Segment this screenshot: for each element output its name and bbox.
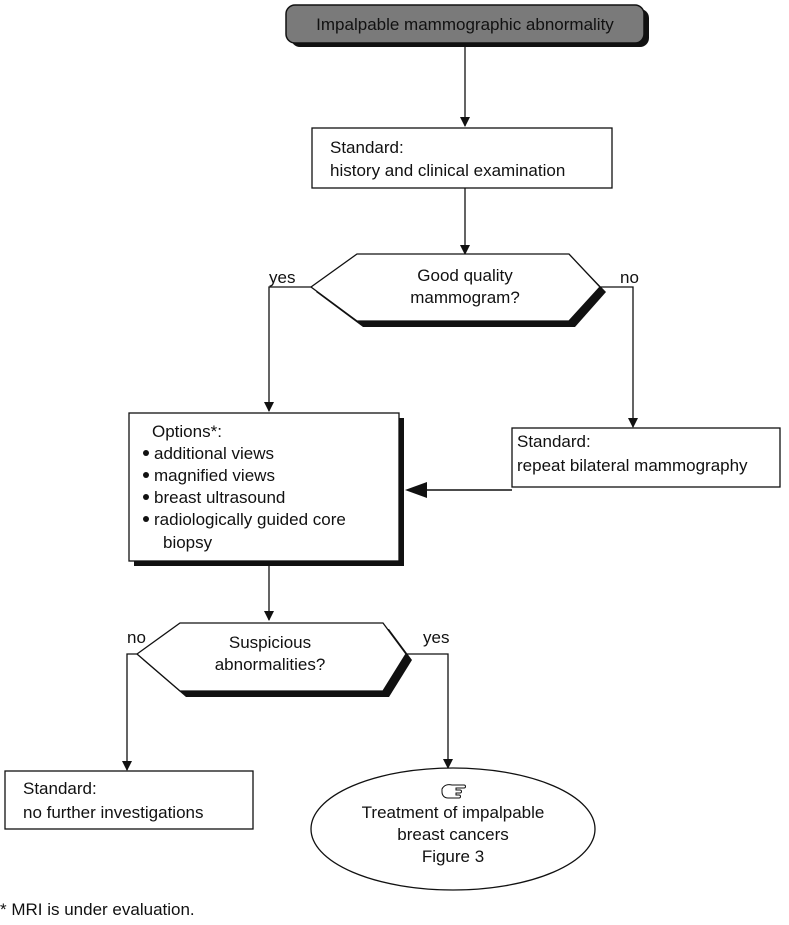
history-title: Standard: — [330, 138, 404, 157]
arrow-quality-yes — [264, 286, 311, 412]
start-box: Impalpable mammographic abnormality — [285, 4, 649, 47]
footnote: * MRI is under evaluation. — [0, 900, 195, 919]
decision-quality: Good quality mammogram? — [309, 253, 606, 327]
no-further-text: no further investigations — [23, 803, 204, 822]
arrow-quality-no — [600, 286, 638, 428]
history-text: history and clinical examination — [330, 161, 565, 180]
decision-quality-line2: mammogram? — [410, 288, 520, 307]
bullet — [143, 450, 149, 456]
treatment-line2: breast cancers — [397, 825, 509, 844]
treatment-ellipse[interactable]: Treatment of impalpable breast cancers F… — [310, 767, 596, 891]
treatment-link: Figure 3 — [422, 847, 484, 866]
option-item: breast ultrasound — [154, 488, 285, 507]
arrow-head — [405, 482, 427, 498]
option-item: biopsy — [163, 533, 213, 552]
repeat-title: Standard: — [517, 432, 591, 451]
pointing-hand-icon — [441, 784, 466, 799]
repeat-text: repeat bilateral mammography — [517, 456, 748, 475]
no-label-1: no — [620, 268, 639, 287]
start-label: Impalpable mammographic abnormality — [316, 15, 614, 34]
decision-suspicious-line1: Suspicious — [229, 633, 311, 652]
option-item: additional views — [154, 444, 274, 463]
repeat-box: Standard: repeat bilateral mammography — [511, 427, 781, 488]
arrow-suspicious-no — [122, 653, 137, 771]
treatment-line1: Treatment of impalpable — [362, 803, 545, 822]
option-item: radiologically guided core — [154, 510, 346, 529]
option-item: magnified views — [154, 466, 275, 485]
yes-label-1: yes — [269, 268, 295, 287]
bullet — [143, 472, 149, 478]
decision-suspicious-line2: abnormalities? — [215, 655, 326, 674]
options-title: Options*: — [152, 422, 222, 441]
history-box: Standard: history and clinical examinati… — [311, 127, 613, 189]
no-further-box: Standard: no further investigations — [4, 770, 254, 830]
arrow-suspicious-yes — [406, 653, 453, 769]
no-further-title: Standard: — [23, 779, 97, 798]
bullet — [143, 516, 149, 522]
decision-suspicious: Suspicious abnormalities? — [135, 622, 412, 697]
bullet — [143, 494, 149, 500]
decision-quality-line1: Good quality — [417, 266, 513, 285]
no-label-2: no — [127, 628, 146, 647]
yes-label-2: yes — [423, 628, 449, 647]
options-box: Options*: additional views magnified vie… — [128, 412, 404, 566]
